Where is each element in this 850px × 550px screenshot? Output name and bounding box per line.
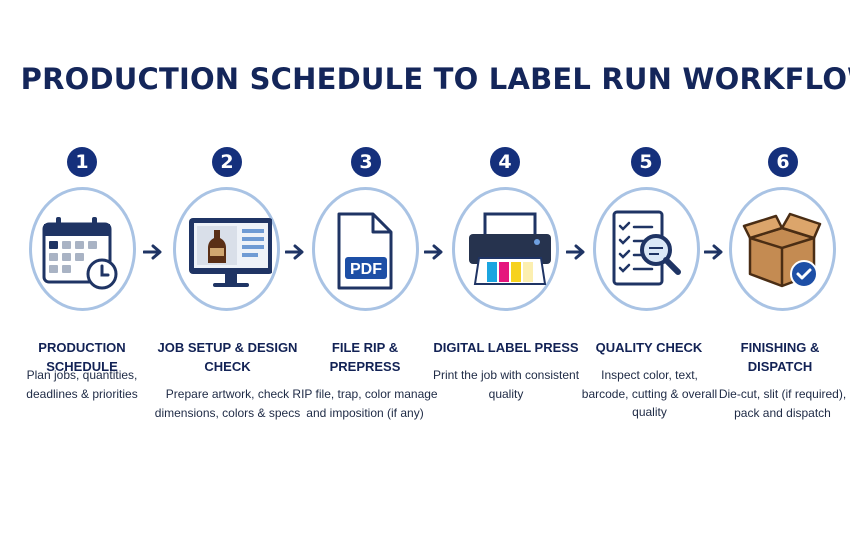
step-description: RIP file, trap, color manage and imposit…	[292, 387, 438, 420]
pdf-file-icon: PDF	[337, 212, 393, 290]
step-number-badge: 6	[768, 147, 798, 177]
step-heading: FINISHING & DISPATCH	[740, 340, 820, 374]
pdf-label: PDF	[350, 261, 382, 278]
step-number-badge: 1	[67, 147, 97, 177]
page-title: PRODUCTION SCHEDULE TO LABEL RUN WORKFLO…	[20, 62, 850, 96]
step-heading: DIGITAL LABEL PRESS	[433, 340, 579, 355]
step-heading: PRODUCTION SCHEDULE	[38, 340, 126, 374]
step-icon-ring	[29, 187, 136, 311]
checklist-magnifier-icon	[612, 210, 681, 286]
step-description: Plan jobs, quantities, deadlines & prior…	[26, 368, 138, 401]
step-icon-ring	[452, 187, 559, 311]
arrow-right-icon	[424, 244, 443, 260]
monitor-bottle-icon	[189, 218, 272, 287]
arrow-right-icon	[704, 244, 723, 260]
step-description: Die-cut, slit (if required), pack and di…	[718, 387, 847, 420]
printer-icon	[469, 212, 551, 285]
step-number-badge: 4	[490, 147, 520, 177]
step-number-badge: 2	[212, 147, 242, 177]
step-icon-ring	[173, 187, 280, 311]
step-description: Prepare artwork, check dimensions, color…	[154, 387, 301, 420]
arrow-right-icon	[143, 244, 162, 260]
step-heading: FILE RIP & PREPRESS	[329, 340, 401, 374]
step-heading: QUALITY CHECK	[595, 340, 703, 355]
step-description: Inspect color, text, barcode, cutting & …	[581, 368, 718, 419]
arrow-right-icon	[566, 244, 585, 260]
step-heading: JOB SETUP & DESIGN CHECK	[157, 340, 298, 374]
arrow-right-icon	[285, 244, 304, 260]
step-icon-ring	[593, 187, 700, 311]
step-icon-ring	[729, 187, 836, 311]
step-icon-ring: PDF	[312, 187, 419, 311]
calendar-clock-icon	[42, 217, 118, 290]
step-number-badge: 3	[351, 147, 381, 177]
step-number-badge: 5	[631, 147, 661, 177]
box-check-icon	[742, 212, 822, 288]
step-description: Print the job with consistent quality	[432, 368, 580, 401]
